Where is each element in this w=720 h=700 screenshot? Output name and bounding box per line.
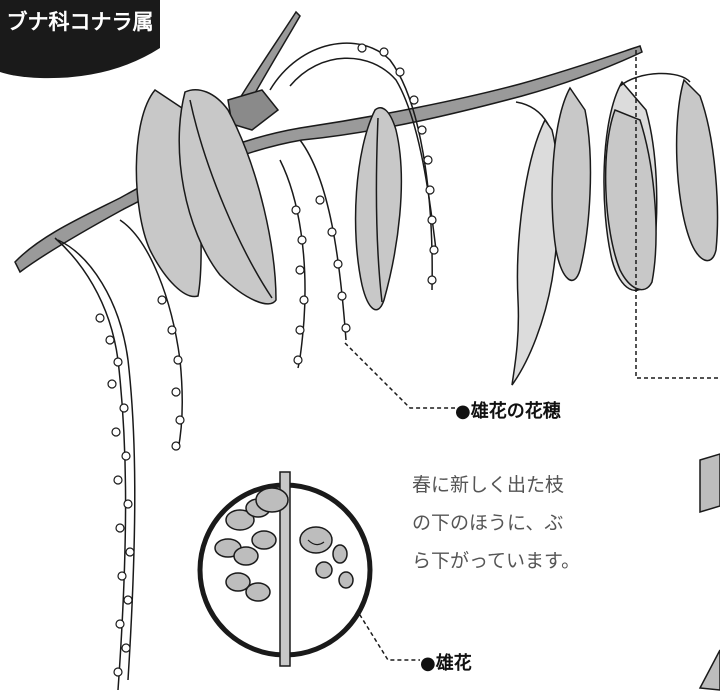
leaf-3	[354, 107, 403, 311]
catkin-1	[54, 237, 127, 691]
leaf-7	[604, 109, 657, 291]
catkin-2	[57, 239, 136, 681]
leaf-stem-2	[619, 72, 691, 87]
catkin-flowers	[95, 43, 439, 677]
catkin-6	[269, 42, 433, 291]
leaf-5	[551, 86, 592, 282]
leader-male-spike	[344, 342, 455, 409]
catkin-7	[289, 57, 437, 251]
leaf-3-vein	[375, 117, 383, 303]
leaf-stem-1	[515, 101, 549, 125]
catkin-3	[119, 219, 183, 451]
family-genus-title: ブナ科コナラ属	[6, 10, 154, 34]
title-badge	[0, 0, 160, 79]
male-flower-label: ●雄花	[420, 653, 472, 674]
leaf-2	[178, 89, 277, 305]
right-partial-shape-2	[698, 649, 720, 691]
leaf-8	[675, 78, 719, 262]
leaf-2-vein	[189, 99, 273, 299]
leaves	[135, 72, 719, 386]
magnified-view	[197, 471, 373, 667]
leaf-4	[511, 118, 560, 386]
catkin-4	[279, 159, 306, 369]
right-partial-shape-1	[699, 453, 720, 514]
male-spike-description: 春に新しく出た枝 の下のほうに、ぶ ら下がっています。	[412, 474, 581, 572]
catkin-5	[299, 139, 347, 341]
male-spike-label: ●雄花の花穂	[455, 401, 561, 422]
